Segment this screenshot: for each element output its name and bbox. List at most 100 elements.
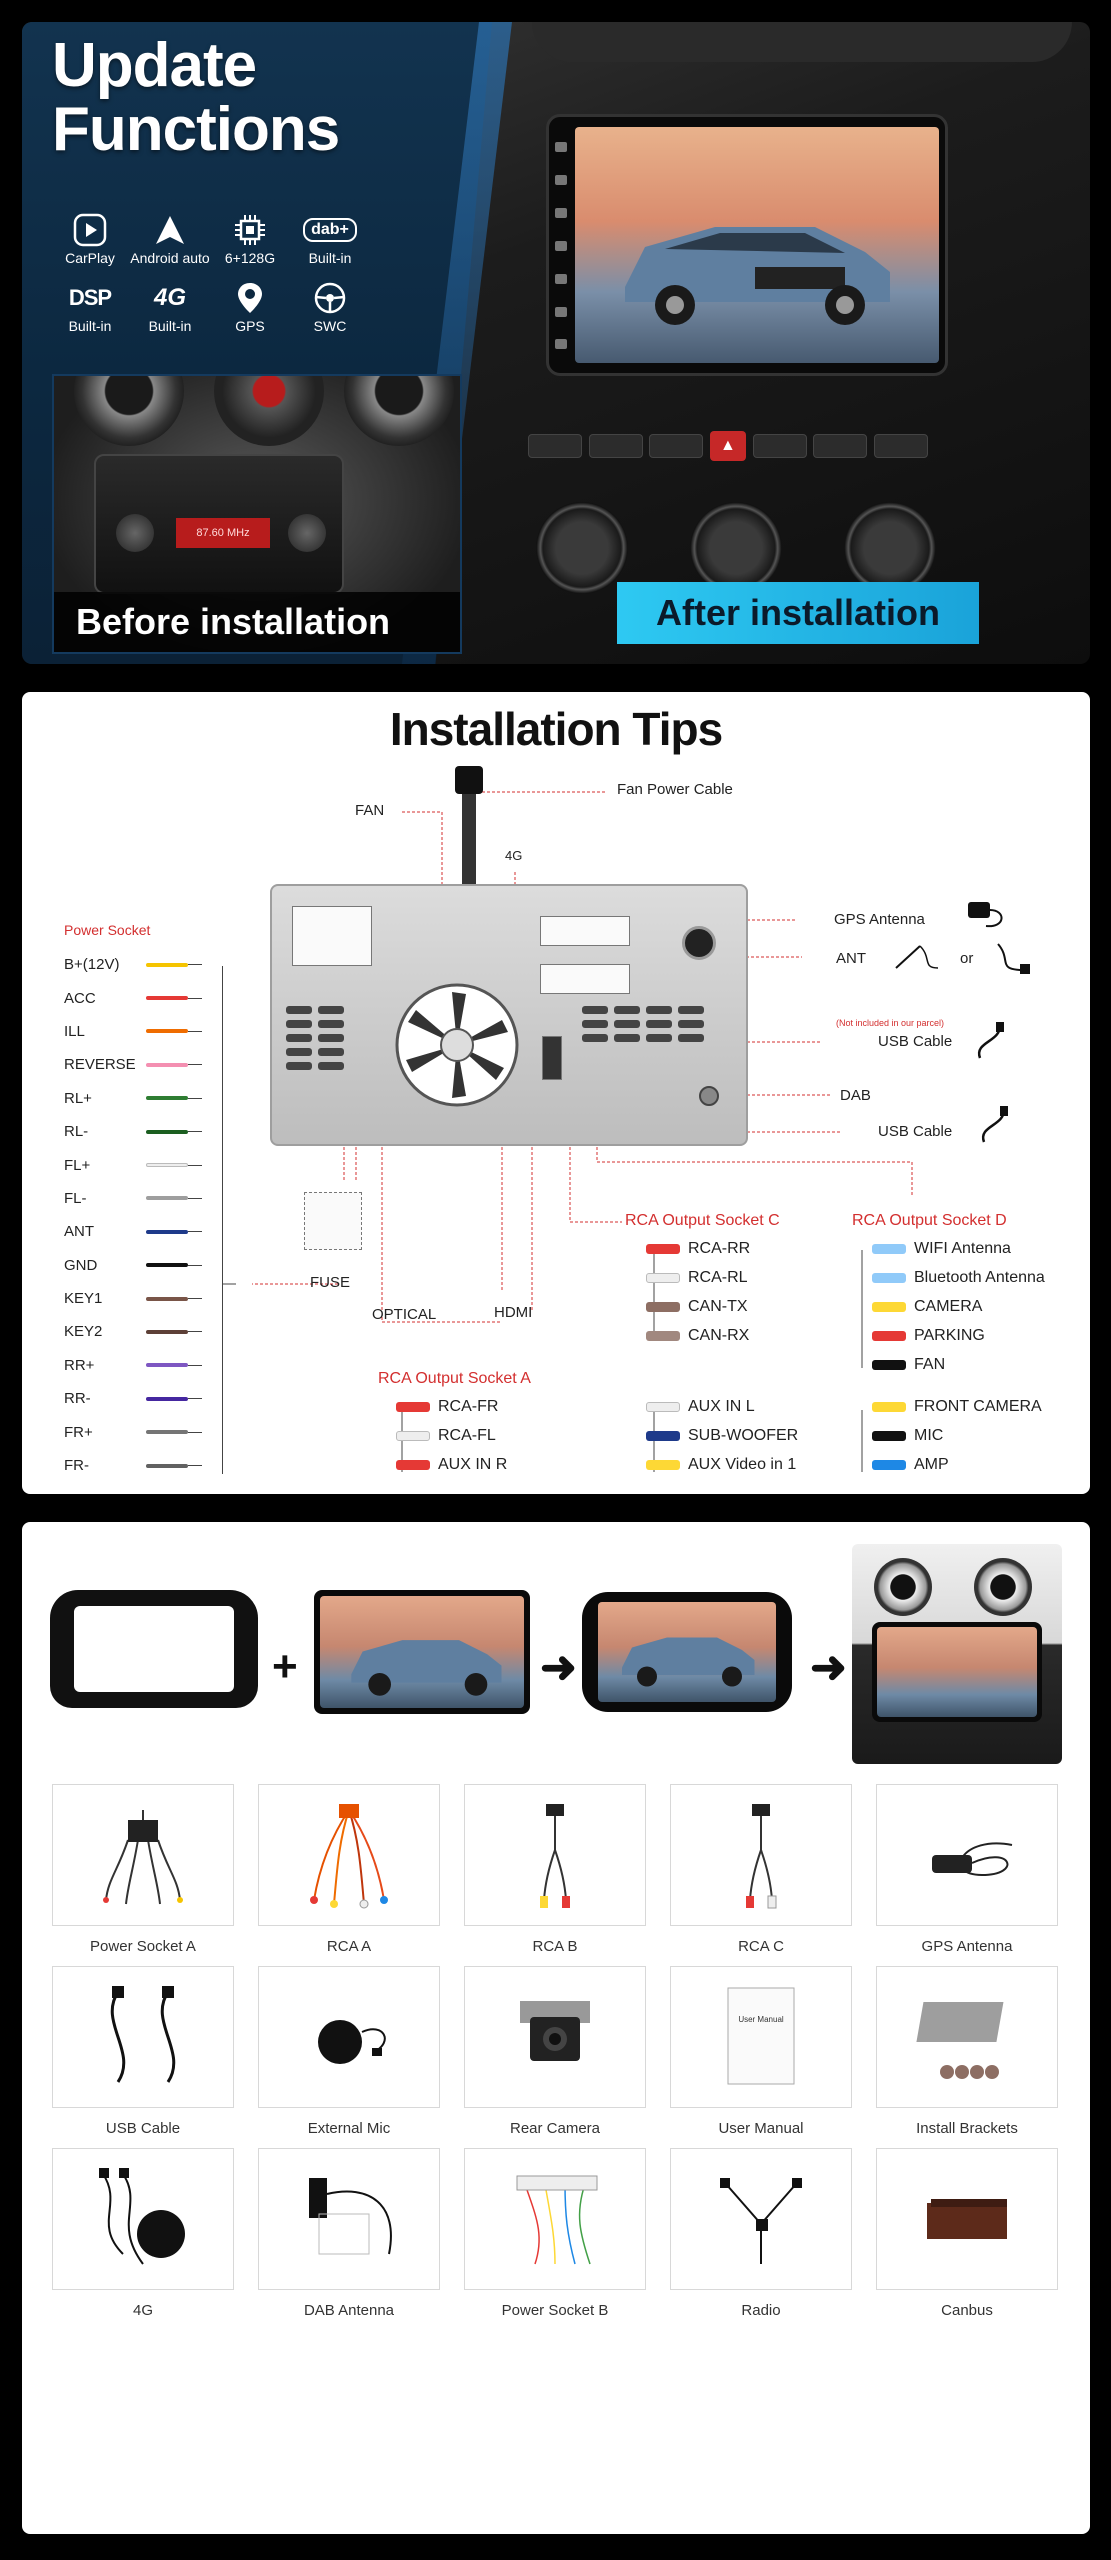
fan-label: FAN bbox=[355, 802, 385, 819]
install-brackets-icon bbox=[876, 1966, 1058, 2108]
socket-item: Bluetooth Antenna bbox=[872, 1263, 1045, 1292]
wire-color-swatch bbox=[146, 1363, 188, 1368]
power-bracket bbox=[222, 966, 223, 1474]
accessory-power-socket-a: Power Socket A bbox=[52, 1784, 234, 1966]
plug-color-swatch bbox=[646, 1459, 680, 1470]
rca-socket-port bbox=[540, 964, 630, 994]
framed-head-unit-image bbox=[582, 1592, 792, 1712]
rca-socket-d-label: RCA Output Socket D bbox=[852, 1212, 1007, 1229]
feature-grid: CarPlay Android auto 6+128G dab+ Built-i… bbox=[50, 212, 370, 334]
plug-color-swatch bbox=[646, 1401, 680, 1412]
accessory-caption: Power Socket B bbox=[501, 2302, 609, 2319]
fan-power-cable-label: Fan Power Cable bbox=[617, 781, 733, 798]
update-functions-title: Update Functions bbox=[52, 31, 340, 164]
socket-item: MIC bbox=[872, 1421, 1042, 1450]
plug-color-swatch bbox=[396, 1459, 430, 1470]
arrow-icon: ➜ bbox=[540, 1643, 577, 1692]
ant-antenna-icon bbox=[895, 945, 939, 969]
accessory-caption: Canbus bbox=[941, 2302, 993, 2319]
dab-connector bbox=[699, 1086, 719, 1106]
rca-socket-port bbox=[540, 916, 630, 946]
feature-swc: SWC bbox=[290, 280, 370, 334]
wire-color-swatch bbox=[146, 1096, 188, 1101]
wire-color-swatch bbox=[146, 1430, 188, 1435]
socket-item: RCA-FL bbox=[396, 1421, 507, 1450]
power-pin-row: FR+ bbox=[64, 1415, 254, 1448]
accessory-caption: Radio bbox=[741, 2302, 781, 2319]
radio-knob bbox=[116, 514, 154, 552]
socket-item: RCA-FR bbox=[396, 1392, 507, 1421]
feature-4g: 4G Built-in bbox=[130, 280, 210, 334]
accessory-caption: User Manual bbox=[718, 2120, 804, 2137]
rear-camera-icon bbox=[464, 1966, 646, 2108]
accessory-install-brackets: Install Brackets bbox=[876, 1966, 1058, 2148]
hdmi-port bbox=[542, 1036, 562, 1080]
socket-item: AUX IN L bbox=[646, 1392, 798, 1421]
after-installation-photo: ▲ bbox=[492, 22, 1090, 664]
gps-pin-icon bbox=[230, 280, 270, 316]
usb-cable-icon bbox=[981, 1106, 1008, 1143]
feature-dab: dab+ Built-in bbox=[290, 212, 370, 266]
power-socket-a-icon bbox=[52, 1784, 234, 1926]
power-pin-name: B+(12V) bbox=[64, 956, 120, 974]
feature-storage: 6+128G bbox=[210, 212, 290, 266]
socket-item: WIFI Antenna bbox=[872, 1234, 1045, 1263]
accessory-radio-adapter: Radio bbox=[670, 2148, 852, 2330]
power-pin-name: RL- bbox=[64, 1123, 89, 1141]
wire-color-swatch bbox=[146, 1196, 188, 1201]
plug-color-swatch bbox=[872, 1301, 906, 1312]
socket-item: AUX Video in 1 bbox=[646, 1450, 798, 1479]
accessory-caption: Power Socket A bbox=[90, 1938, 196, 1955]
rca-socket-a-label: RCA Output Socket A bbox=[378, 1370, 531, 1387]
accessory-caption: RCA B bbox=[532, 1938, 578, 1955]
arrow-icon: ➜ bbox=[810, 1643, 847, 1692]
head-unit-screen bbox=[546, 114, 948, 376]
power-pin-row: FL- bbox=[64, 1182, 254, 1215]
carplay-icon bbox=[70, 212, 110, 248]
socket-item: CAN-TX bbox=[646, 1292, 750, 1321]
plug-color-swatch bbox=[872, 1359, 906, 1370]
accessory-canbus: Canbus bbox=[876, 2148, 1058, 2330]
power-pin-name: ACC bbox=[64, 989, 96, 1007]
power-socket-label: Power Socket bbox=[64, 922, 151, 938]
power-pin-row: ANT bbox=[64, 1215, 254, 1248]
power-pin-name: GND bbox=[64, 1256, 98, 1274]
hdmi-label: HDMI bbox=[494, 1304, 533, 1321]
air-vent bbox=[74, 376, 184, 446]
accessory-external-mic: External Mic bbox=[258, 1966, 440, 2148]
not-included-note: (Not included in our parcel) bbox=[836, 1018, 945, 1028]
accessory-power-socket-b: Power Socket B bbox=[464, 2148, 646, 2330]
usb-cable-2-label: USB Cable bbox=[878, 1123, 953, 1140]
socket-item: CAMERA bbox=[872, 1292, 1045, 1321]
installation-tips-panel: Installation Tips bbox=[22, 692, 1090, 1494]
power-pin-name: FL- bbox=[64, 1189, 87, 1207]
usb-cable-icon bbox=[977, 1022, 1004, 1059]
svg-text:User Manual: User Manual bbox=[738, 2015, 784, 2024]
wire-color-swatch bbox=[146, 1296, 188, 1301]
accessory-rca-a: RCA A bbox=[258, 1784, 440, 1966]
power-pin-name: REVERSE bbox=[64, 1056, 136, 1074]
fuse-block bbox=[304, 1192, 362, 1250]
accessory-4g-antenna: 4G bbox=[52, 2148, 234, 2330]
rca-b-icon bbox=[464, 1784, 646, 1926]
power-pin-name: FR+ bbox=[64, 1423, 93, 1441]
accessory-rear-camera: Rear Camera bbox=[464, 1966, 646, 2148]
dab-icon: dab+ bbox=[303, 212, 357, 248]
plug-color-swatch bbox=[646, 1301, 680, 1312]
suv-wallpaper bbox=[575, 127, 939, 363]
socket-item: RCA-RR bbox=[646, 1234, 750, 1263]
accessory-usb-cable: USB Cable bbox=[52, 1966, 234, 2148]
ant-antenna-alt-icon bbox=[997, 943, 1030, 974]
original-radio: 87.60 MHz bbox=[94, 454, 344, 594]
optical-label: OPTICAL bbox=[372, 1306, 437, 1323]
power-pin-row: RR- bbox=[64, 1382, 254, 1415]
power-bracket-lines bbox=[222, 1283, 236, 1285]
plug-color-swatch bbox=[396, 1401, 430, 1412]
plug-color-swatch bbox=[646, 1243, 680, 1254]
after-installation-label: After installation bbox=[617, 582, 979, 644]
radio-knob bbox=[288, 514, 326, 552]
power-pin-name: KEY1 bbox=[64, 1290, 103, 1308]
